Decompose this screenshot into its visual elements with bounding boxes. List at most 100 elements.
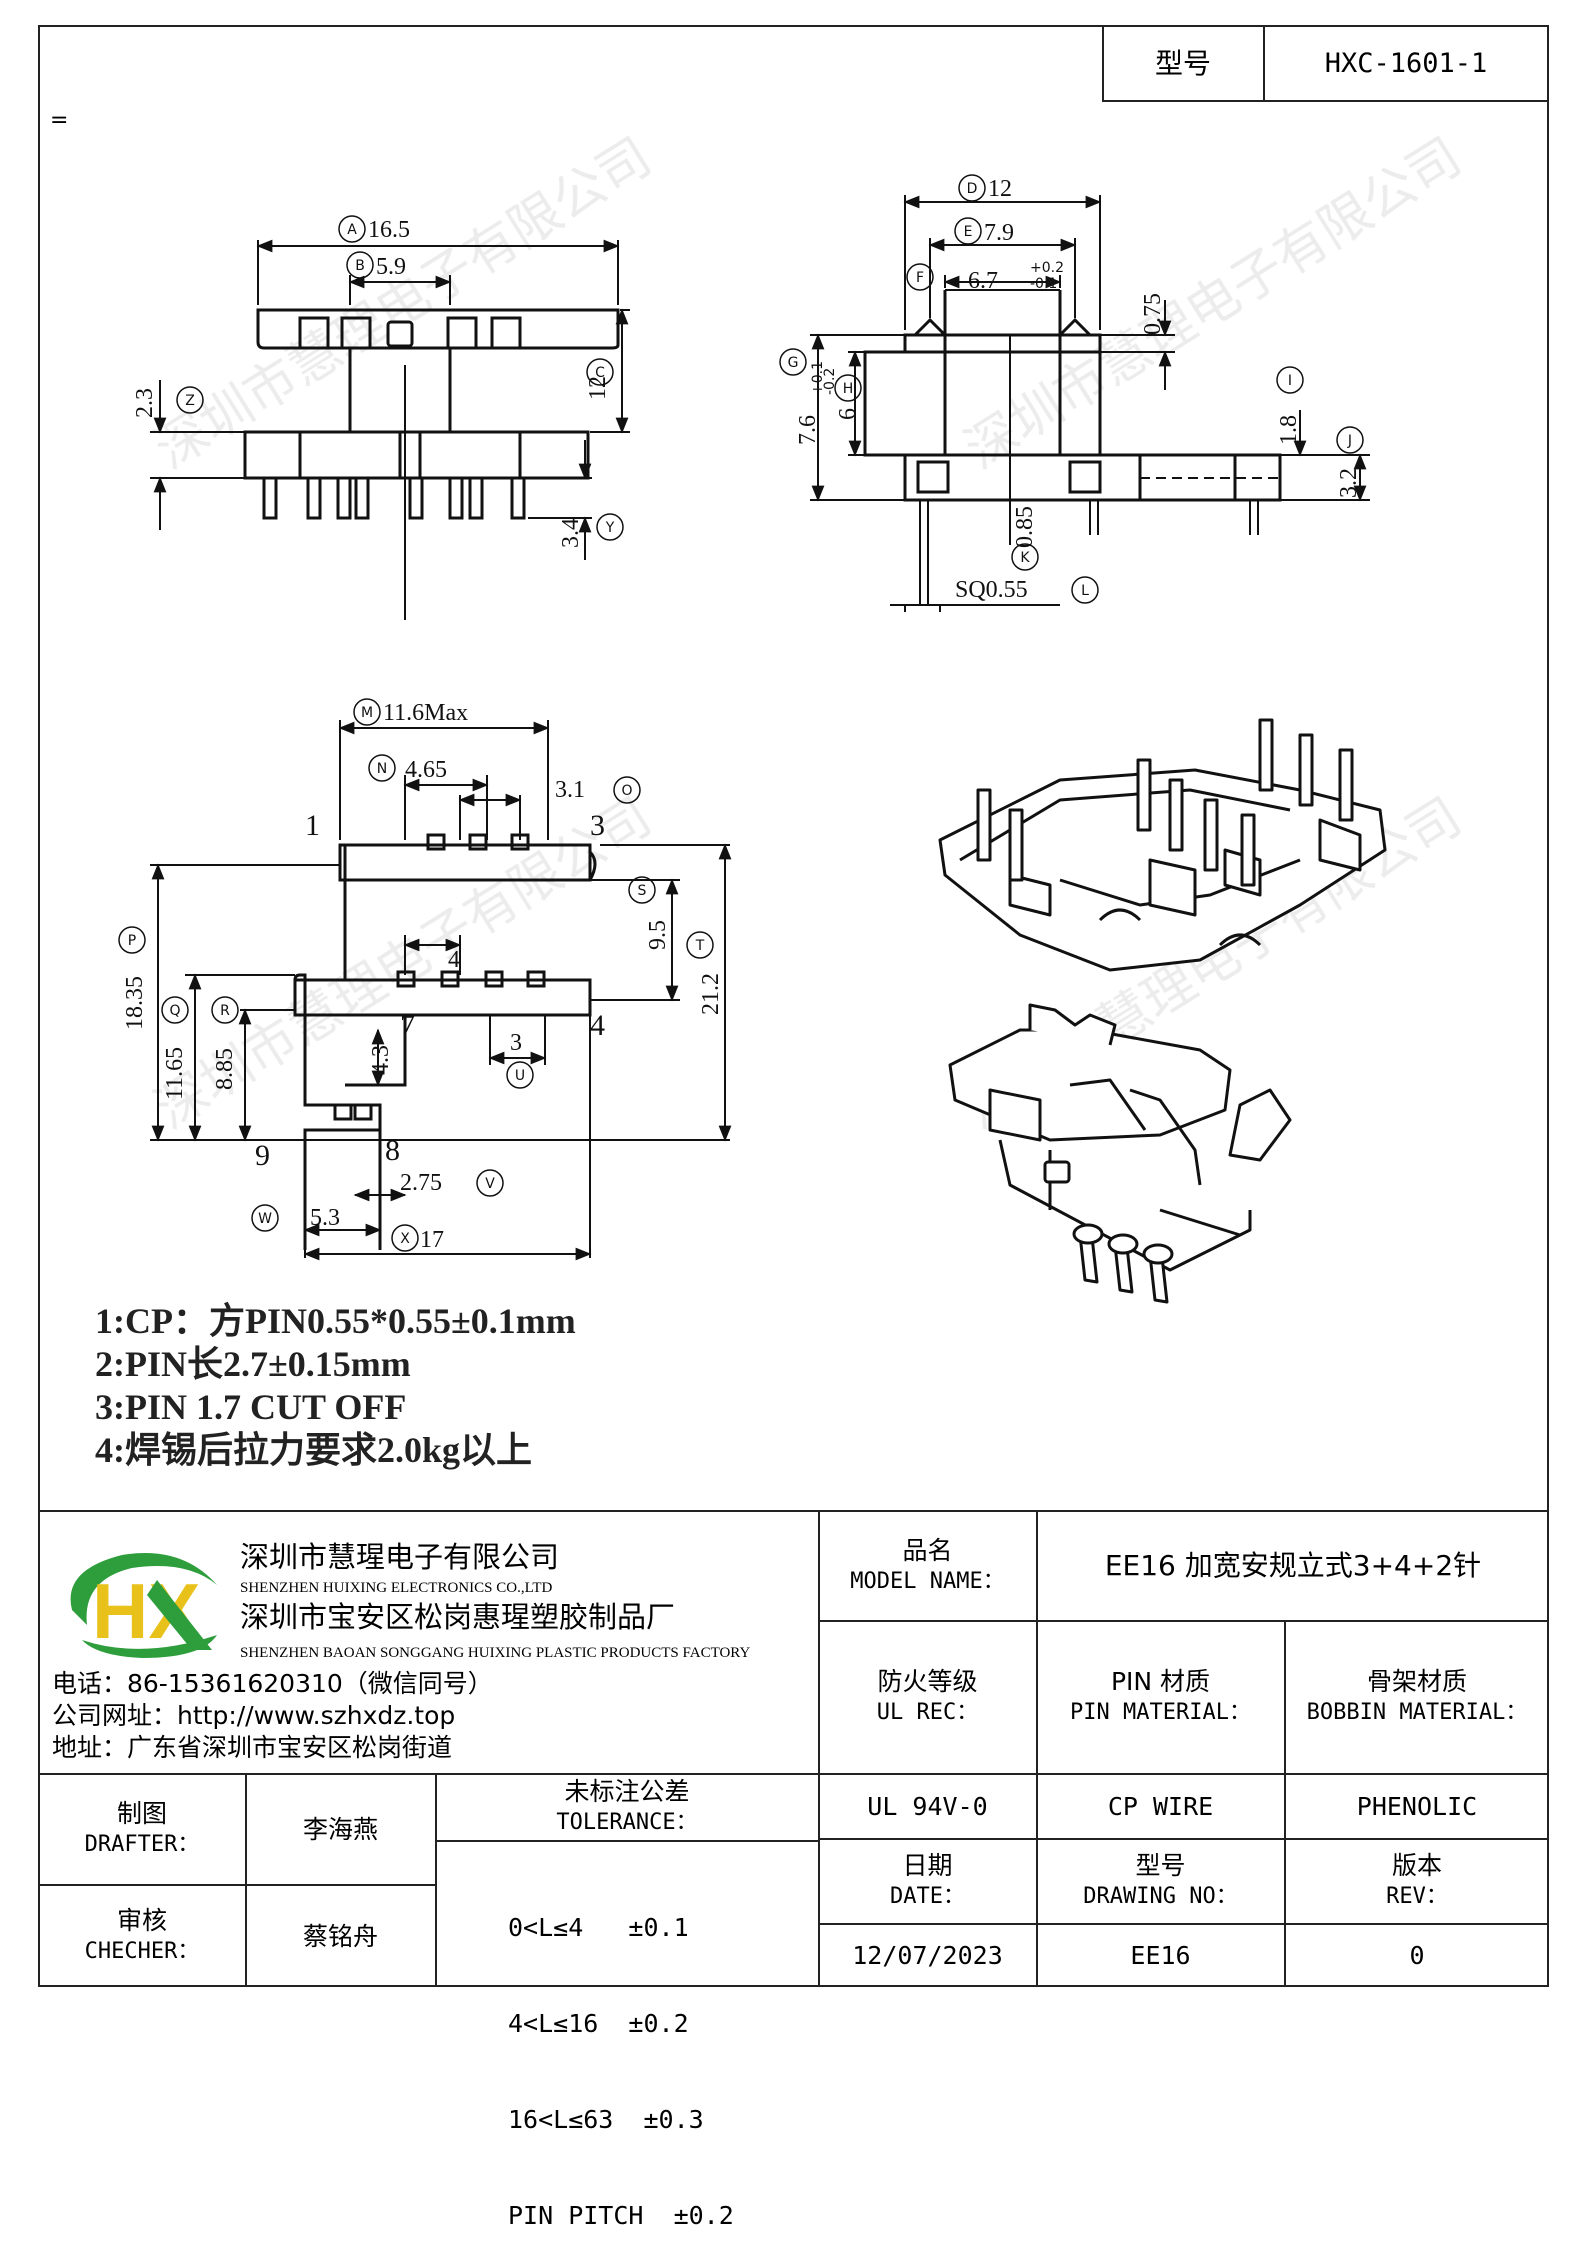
dim-value-u: 3 — [510, 1030, 522, 1056]
dim-marker-w: W — [258, 1211, 272, 1227]
type-box — [1102, 25, 1549, 102]
titleblock-vline-3 — [1284, 1620, 1286, 1987]
dim-value-m: 11.6Max — [383, 700, 468, 726]
type-box-divider — [1263, 25, 1265, 102]
pin-material-label: PIN 材质 PIN MATERIAL： — [1038, 1622, 1283, 1772]
pin-number-9: 9 — [255, 1139, 270, 1172]
dim-marker-a: A — [347, 222, 357, 238]
dim-value-top: 0.75 — [1140, 293, 1166, 335]
date-value: 12/07/2023 — [852, 1941, 1003, 1970]
bobbin-value: PHENOLIC — [1356, 1791, 1478, 1821]
dim-value-v: 2.75 — [400, 1170, 442, 1196]
tolerance-en: TOLERANCE： — [556, 1810, 698, 1835]
dim-marker-b: B — [355, 258, 365, 274]
dim-marker-l: L — [1081, 583, 1089, 599]
isometric-view-bottom — [948, 1003, 1292, 1304]
dim-marker-z: Z — [185, 393, 195, 409]
model-name-en: MODEL NAME： — [850, 1568, 1005, 1594]
dim-marker-k: K — [1020, 550, 1030, 566]
tolerance-table: 0<L≤4 ±0.1 4<L≤16 ±0.2 16<L≤63 ±0.3 PIN … — [508, 1848, 734, 2264]
dim-value-t: 21.2 — [698, 973, 724, 1015]
dim-value-small-2: 4.3 — [368, 1045, 394, 1075]
dim-marker-v: V — [485, 1176, 495, 1192]
pin-cn: PIN 材质 — [1110, 1667, 1211, 1696]
titleblock-vline-1 — [818, 1510, 820, 1987]
dim-value-k: 0.85 — [1012, 506, 1038, 548]
dim-marker-h: H — [843, 381, 854, 397]
dim-marker-m: M — [361, 705, 373, 721]
dim-marker-x: X — [400, 1231, 410, 1247]
dim-value-l: SQ0.55 — [955, 577, 1028, 603]
titleblock-hline-5 — [38, 1884, 435, 1886]
company-name-cn: 深圳市慧瑆电子有限公司 — [240, 1540, 560, 1574]
pin-en: PIN MATERIAL： — [1070, 1700, 1251, 1725]
drafter-label: 制图 DRAFTER： — [40, 1775, 244, 1883]
type-label: 型号 — [1154, 47, 1211, 80]
titleblock-hline-4 — [818, 1923, 1549, 1925]
checker-cn: 审核 — [116, 1906, 167, 1935]
drafter-cn: 制图 — [116, 1799, 167, 1828]
titleblock-vline-5 — [435, 1773, 437, 1987]
note-1: 1:CP：方PIN0.55*0.55±0.1mm — [95, 1301, 576, 1341]
pin-number-3: 3 — [590, 809, 605, 842]
dim-marker-t: T — [695, 938, 705, 954]
dim-value-e: 7.9 — [984, 220, 1014, 246]
dim-value-q: 11.65 — [162, 1047, 188, 1100]
corner-marker: = — [50, 108, 69, 133]
dim-value-w: 5.3 — [310, 1205, 340, 1231]
rev-en: REV： — [1386, 1884, 1448, 1909]
titleblock-hline-3 — [818, 1838, 1549, 1840]
dim-value-h: 6 — [835, 408, 861, 420]
drafter-value: 李海燕 — [302, 1814, 378, 1844]
date-label: 日期 DATE： — [820, 1840, 1035, 1922]
titleblock-hline-2 — [38, 1773, 1549, 1775]
tolerance-line-1: 0<L≤4 ±0.1 — [508, 1913, 689, 1942]
note-4: 4:焊锡后拉力要求2.0kg以上 — [95, 1430, 533, 1470]
titleblock-hline-1 — [818, 1620, 1549, 1622]
note-2: 2:PIN长2.7±0.15mm — [95, 1344, 411, 1384]
dim-value-b: 5.9 — [376, 254, 406, 280]
dim-value-f: 6.7 — [968, 268, 998, 294]
dim-value-a: 16.5 — [368, 217, 410, 243]
dim-marker-p: P — [128, 933, 136, 949]
dim-value-j: 3.2 — [1336, 468, 1362, 498]
pin-number-1: 1 — [305, 809, 320, 842]
dim-marker-s: S — [638, 883, 647, 899]
dim-marker-j: J — [1347, 433, 1352, 449]
watermark-1: 深圳市慧理电子有限公司 — [145, 127, 662, 481]
drawing-no-value: EE16 — [1130, 1941, 1191, 1970]
dim-value-small-1: 4 — [448, 947, 460, 973]
side-dims — [810, 195, 1370, 612]
drafter-en: DRAFTER： — [84, 1832, 200, 1857]
bottom-dim-labels: M 11.6Max N 4.65 3.1 O P 18.35 Q 11.65 R… — [118, 698, 724, 1253]
dim-value-p: 18.35 — [122, 976, 148, 1030]
bobbin-material-label: 骨架材质 BOBBIN MATERIAL： — [1286, 1622, 1548, 1772]
dim-marker-u: U — [515, 1068, 525, 1084]
type-value: HXC-1601-1 — [1324, 48, 1488, 79]
date-en: DATE： — [890, 1884, 965, 1909]
technical-drawing: 深圳市慧理电子有限公司 深圳市慧理电子有限公司 深圳市慧理电子有限公司 深圳市慧… — [118, 127, 1472, 1304]
date-cn: 日期 — [902, 1851, 953, 1880]
dim-marker-n: N — [377, 761, 387, 777]
company-address: 地址：广东省深圳市宝安区松岗街道 — [52, 1733, 453, 1762]
model-name-cn: 品名 — [902, 1535, 953, 1565]
bottom-dims — [150, 720, 732, 1261]
dim-marker-d: D — [967, 181, 978, 197]
company-website: 公司网址：http://www.szhxdz.top — [52, 1701, 456, 1730]
side-dim-labels: D 12 E 7.9 F 6.7 +0.2 -0.1 0.75 G 7.6 +0… — [779, 174, 1364, 604]
dim-value-g: 7.6 — [795, 415, 821, 445]
tolerance-line-2: 4<L≤16 ±0.2 — [508, 2009, 689, 2038]
drawing-frame — [38, 25, 1549, 1987]
dim-marker-i: I — [1288, 373, 1292, 389]
factory-name-cn: 深圳市宝安区松岗惠瑆塑胶制品厂 — [240, 1600, 676, 1634]
dim-tol-f-minus: -0.1 — [1030, 276, 1057, 292]
tolerance-line-3: 16<L≤63 ±0.3 — [508, 2105, 704, 2134]
company-phone: 电话：86-15361620310（微信同号） — [52, 1669, 493, 1698]
titleblock-hline-6 — [435, 1840, 818, 1842]
dim-marker-g: G — [788, 355, 799, 371]
checker-value: 蔡铭舟 — [302, 1921, 378, 1951]
model-name-label: 品名 MODEL NAME： — [820, 1512, 1035, 1619]
dim-marker-r: R — [220, 1003, 230, 1019]
dim-marker-e: E — [964, 224, 973, 240]
pin-number-8: 8 — [385, 1134, 400, 1167]
